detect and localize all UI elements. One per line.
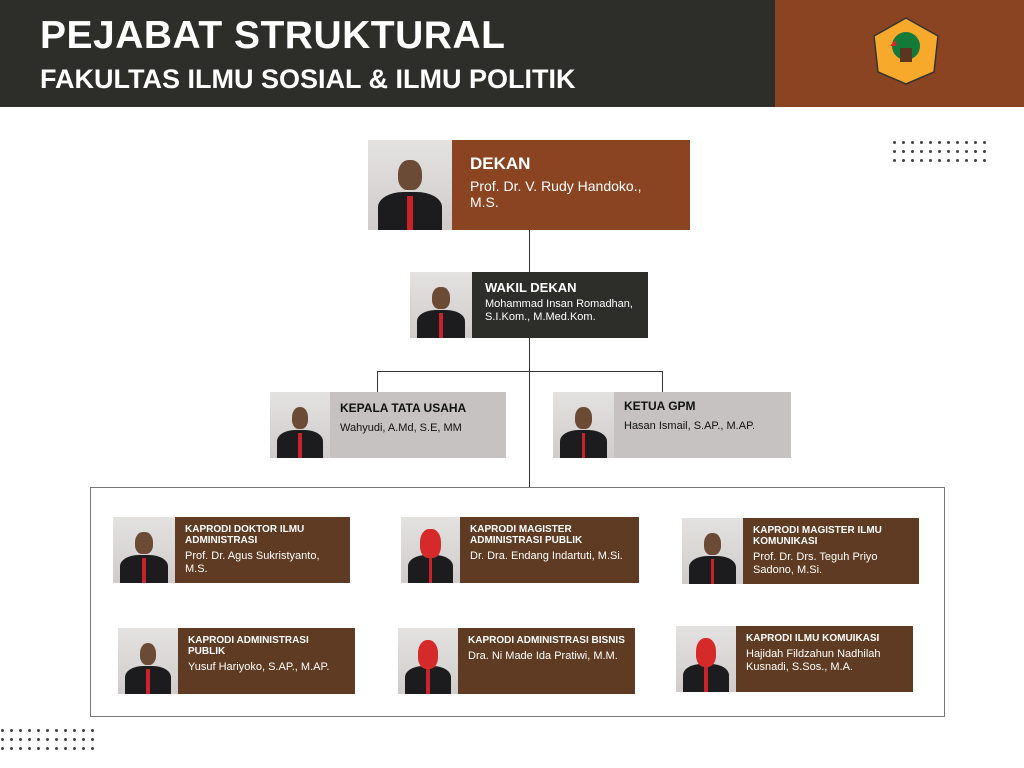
connector-line <box>377 371 378 392</box>
person-name: Prof. Dr. V. Rudy Handoko., M.S. <box>470 178 642 210</box>
page-subtitle: FAKULTAS ILMU SOSIAL & ILMU POLITIK <box>40 64 576 94</box>
connector-line <box>377 371 663 372</box>
person-name: Mohammad Insan Romadhan, S.I.Kom., M.Med… <box>485 298 633 323</box>
role-label: WAKIL DEKAN <box>485 280 577 295</box>
photo-wakil-dekan <box>410 272 472 338</box>
person-name: Prof. Dr. Agus Sukristyanto, M.S. <box>185 550 320 575</box>
connector-line <box>529 230 530 272</box>
photo-kaprodi <box>118 628 178 694</box>
role-label: KAPRODI ILMU KOMUIKASI <box>746 633 880 644</box>
connector-line <box>529 338 530 487</box>
photo-kaprodi <box>398 628 458 694</box>
role-label: KAPRODI ADMINISTRASI BISNIS <box>468 635 625 646</box>
photo-kaprodi <box>113 517 175 583</box>
card-dekan: DEKAN Prof. Dr. V. Rudy Handoko., M.S. <box>368 140 690 230</box>
card-kaprodi: KAPRODI ADMINISTRASI BISNIS Dra. Ni Made… <box>398 628 635 694</box>
connector-line <box>662 371 663 392</box>
photo-kaprodi <box>401 517 460 583</box>
role-label: DEKAN <box>470 154 531 173</box>
role-label: KAPRODI ADMINISTRASI PUBLIK <box>188 635 309 657</box>
photo-kaprodi <box>682 518 743 584</box>
decorative-dots <box>1 729 94 750</box>
header-bar <box>0 0 775 107</box>
person-name: Dra. Ni Made Ida Pratiwi, M.M. <box>468 650 618 662</box>
person-name: Hajidah Fildzahun Nadhilah Kusnadi, S.So… <box>746 648 881 673</box>
role-label: KAPRODI MAGISTER ADMINISTRASI PUBLIK <box>470 524 583 546</box>
card-kepala-tata-usaha: KEPALA TATA USAHA Wahyudi, A.Md, S.E, MM <box>270 392 506 458</box>
photo-kepala-tata-usaha <box>270 392 330 458</box>
photo-ketua-gpm <box>553 392 614 458</box>
person-name: Yusuf Hariyoko, S.AP., M.AP. <box>188 661 330 673</box>
card-kaprodi: KAPRODI MAGISTER ADMINISTRASI PUBLIK Dr.… <box>401 517 639 583</box>
person-name: Prof. Dr. Drs. Teguh Priyo Sadono, M.Si. <box>753 551 878 576</box>
card-kaprodi: KAPRODI ADMINISTRASI PUBLIK Yusuf Hariyo… <box>118 628 355 694</box>
role-label: KAPRODI DOKTOR ILMU ADMINISTRASI <box>185 524 305 546</box>
photo-kaprodi <box>676 626 736 692</box>
page-title: PEJABAT STRUKTURAL <box>40 14 506 57</box>
decorative-dots <box>893 141 986 162</box>
role-label: KEPALA TATA USAHA <box>340 401 467 415</box>
role-label: KETUA GPM <box>624 399 696 413</box>
role-label: KAPRODI MAGISTER ILMU KOMUNIKASI <box>753 525 882 547</box>
card-kaprodi: KAPRODI MAGISTER ILMU KOMUNIKASI Prof. D… <box>682 518 919 584</box>
photo-dekan <box>368 140 452 230</box>
kaprodi-group-frame <box>90 487 945 717</box>
person-name: Wahyudi, A.Md, S.E, MM <box>340 422 462 434</box>
card-ketua-gpm: KETUA GPM Hasan Ismail, S.AP., M.AP. <box>553 392 791 458</box>
person-name: Dr. Dra. Endang Indartuti, M.Si. <box>470 550 623 562</box>
card-kaprodi: KAPRODI ILMU KOMUIKASI Hajidah Fildzahun… <box>676 626 913 692</box>
card-wakil-dekan: WAKIL DEKAN Mohammad Insan Romadhan, S.I… <box>410 272 648 338</box>
university-logo <box>873 17 939 85</box>
card-kaprodi: KAPRODI DOKTOR ILMU ADMINISTRASI Prof. D… <box>113 517 350 583</box>
person-name: Hasan Ismail, S.AP., M.AP. <box>624 420 756 432</box>
